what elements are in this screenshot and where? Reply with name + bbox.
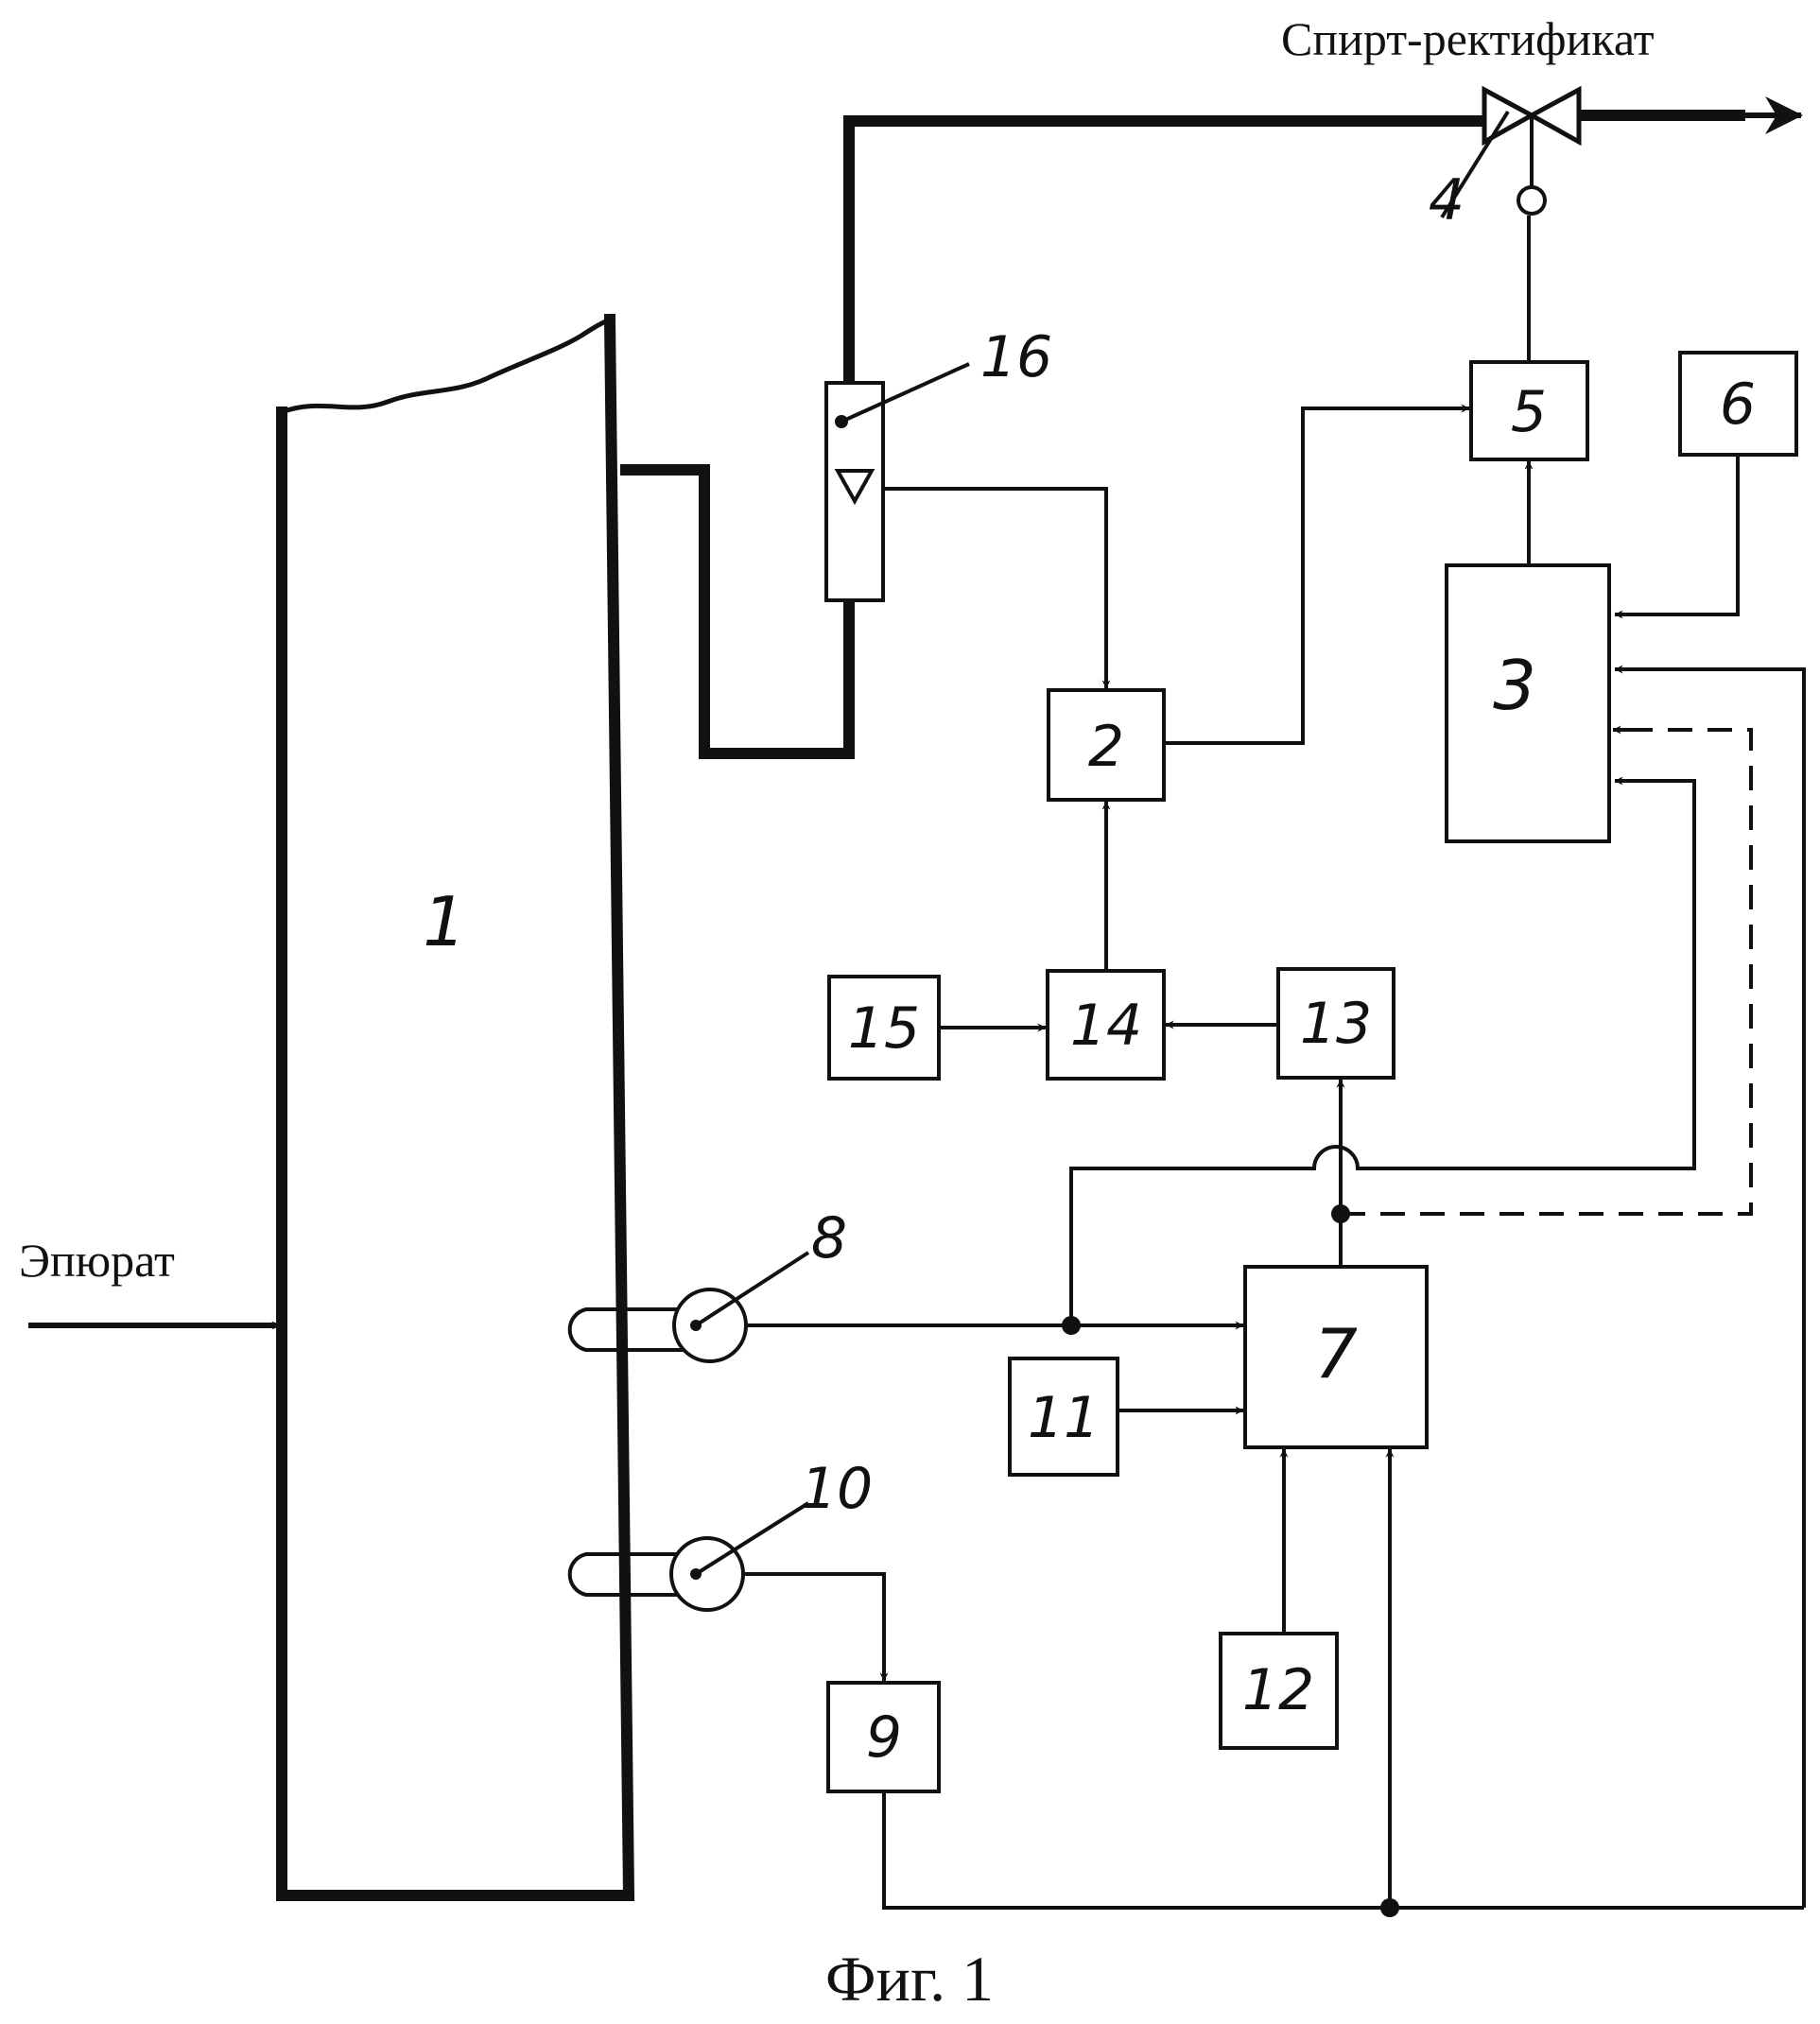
block-15-label: 15 <box>848 995 920 1062</box>
flowmeter-16[interactable] <box>826 364 969 600</box>
sensor-10-label: 10 <box>801 1456 873 1522</box>
sensor-8-label: 8 <box>811 1205 847 1271</box>
product-label: Спирт-ректификат <box>1281 12 1655 65</box>
block-3-label: 3 <box>1493 646 1536 725</box>
link-9-bus <box>884 1791 1804 1908</box>
vapor-pipe <box>626 121 1494 753</box>
sensor-8[interactable] <box>570 1253 808 1361</box>
link-6-to-3 <box>1615 455 1738 614</box>
block-7-label: 7 <box>1314 1314 1358 1393</box>
block-9-label: 9 <box>866 1704 902 1771</box>
block-5-label: 5 <box>1511 379 1547 445</box>
block-2-label: 2 <box>1088 714 1124 780</box>
block-13-label: 13 <box>1300 991 1372 1057</box>
figure-caption: Фиг. 1 <box>825 1943 994 2015</box>
column-wavy-top <box>282 320 610 412</box>
link-10-to-9 <box>743 1574 884 1681</box>
block-14-label: 14 <box>1070 993 1142 1059</box>
junction-7 <box>1331 1204 1350 1223</box>
block-12-label: 12 <box>1242 1657 1314 1723</box>
column-body <box>282 320 629 1895</box>
flowmeter-label: 16 <box>980 324 1052 390</box>
link-2-to-5 <box>1164 408 1469 743</box>
feed-label: Эпюрат <box>19 1234 175 1287</box>
column-label: 1 <box>423 882 466 961</box>
block-11-label: 11 <box>1028 1385 1100 1451</box>
link-9-to-3 <box>1615 669 1804 1908</box>
valve-label: 4 <box>1429 167 1465 234</box>
block-6-label: 6 <box>1720 372 1756 438</box>
link-16-to-2 <box>883 489 1106 688</box>
sensor-10[interactable] <box>570 1503 808 1610</box>
